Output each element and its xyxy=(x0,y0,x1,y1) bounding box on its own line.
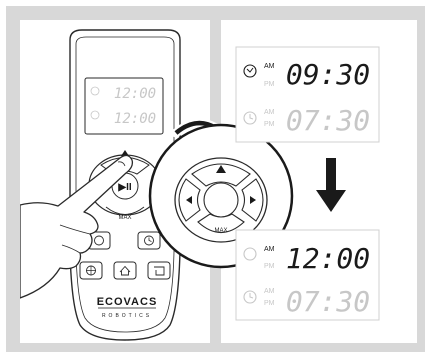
remote-brand-logo: ECOVACS xyxy=(97,296,158,308)
after-time-active: 12:00 xyxy=(286,242,370,275)
before-am-label-dim: AM xyxy=(264,109,275,116)
after-am-label: AM xyxy=(264,246,275,253)
after-time-dim: 07:30 xyxy=(286,285,370,318)
before-am-label: AM xyxy=(264,63,275,70)
remote-max-label: MAX xyxy=(118,215,131,221)
return-button[interactable] xyxy=(148,262,170,279)
after-pm-label-dim: PM xyxy=(264,300,275,307)
after-am-label-dim: AM xyxy=(264,288,275,295)
before-pm-label-dim: PM xyxy=(264,121,275,128)
before-time-active: 09:30 xyxy=(286,58,370,91)
zoom-max-label: MAX xyxy=(214,228,227,234)
before-pm-label: PM xyxy=(264,81,275,88)
before-time-dim: 07:30 xyxy=(286,104,370,137)
play-pause-icon: ▶II xyxy=(117,182,131,193)
remote-lcd-time-bottom: 12:00 xyxy=(114,111,156,127)
zoom-center-button[interactable] xyxy=(204,183,238,217)
display-before: AM PM 09:30 AM PM 07:30 xyxy=(236,47,379,142)
after-pm-label: PM xyxy=(264,263,275,270)
home-button[interactable] xyxy=(114,262,136,279)
target-icon xyxy=(86,266,96,276)
display-after: AM PM 12:00 AM PM 07:30 xyxy=(236,230,379,320)
remote-lcd-time-top: 12:00 xyxy=(114,86,156,102)
remote-subbrand: ROBOTICS xyxy=(102,313,152,319)
